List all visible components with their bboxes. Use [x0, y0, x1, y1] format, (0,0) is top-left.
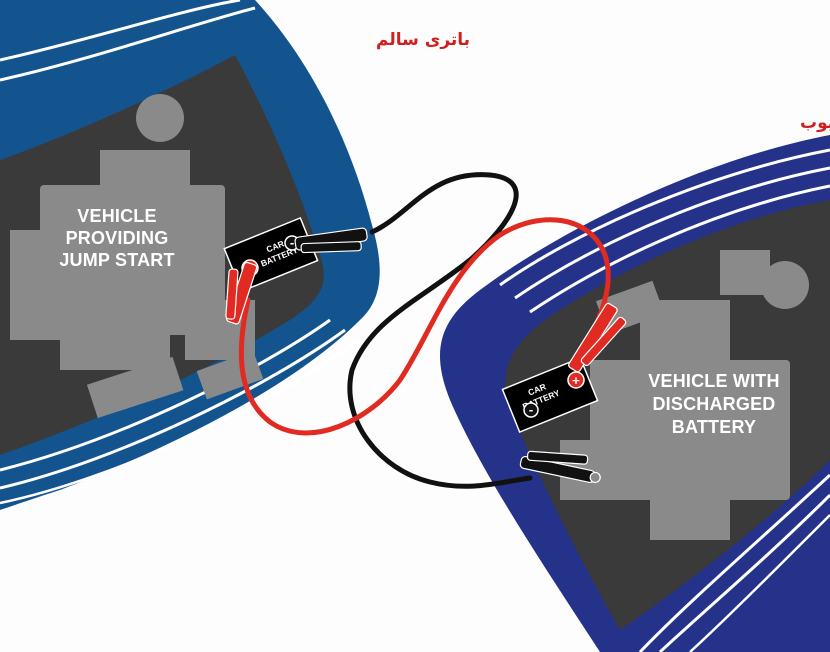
left-car-stripe-outer: [0, 0, 241, 62]
right-positive-sign: +: [571, 374, 580, 387]
right-black-clamp: [519, 450, 601, 484]
left-car-stripe-bottom-3: [0, 339, 359, 505]
right-positive-terminal: +: [567, 371, 585, 389]
right-car-stripe-bottom-1: [638, 473, 830, 652]
left-vehicle-label-line3: JUMP START: [59, 250, 174, 270]
right-red-clamp: [568, 302, 627, 373]
right-engine-parts: [560, 250, 809, 540]
right-negative-sign: -: [529, 404, 534, 417]
right-car-stripe-3: [529, 184, 830, 314]
right-vehicle-label-line3: BATTERY: [672, 417, 756, 437]
left-black-clamp: [294, 227, 368, 254]
right-car-stripe-1: [499, 148, 830, 287]
right-car-stripe-bottom-3: [689, 514, 830, 652]
right-vehicle-label-line1: VEHICLE WITH: [648, 371, 779, 391]
left-red-clamp: [225, 261, 258, 325]
right-car-stripe-bottom-2: [658, 493, 830, 652]
black-jumper-cable: [347, 172, 533, 489]
left-vehicle-label-line2: PROVIDING: [66, 228, 169, 248]
right-vehicle-label-line2: DISCHARGED: [652, 394, 775, 414]
right-car-stripe-2: [514, 166, 830, 300]
right-negative-terminal: -: [523, 402, 539, 418]
left-car-stripe-bottom-1: [0, 318, 331, 472]
left-car-stripe-bottom-2: [0, 328, 346, 490]
faulty-battery-label: باتری معیوب: [800, 113, 830, 133]
healthy-battery-label: باتری سالم: [376, 30, 470, 50]
left-car-stripe-inner: [0, 6, 256, 82]
left-vehicle-label-line1: VEHICLE: [77, 206, 156, 226]
right-vehicle: VEHICLE WITH DISCHARGED BATTERY: [440, 135, 830, 652]
red-jumper-cable: [238, 217, 611, 436]
left-negative-sign: -: [290, 237, 295, 250]
